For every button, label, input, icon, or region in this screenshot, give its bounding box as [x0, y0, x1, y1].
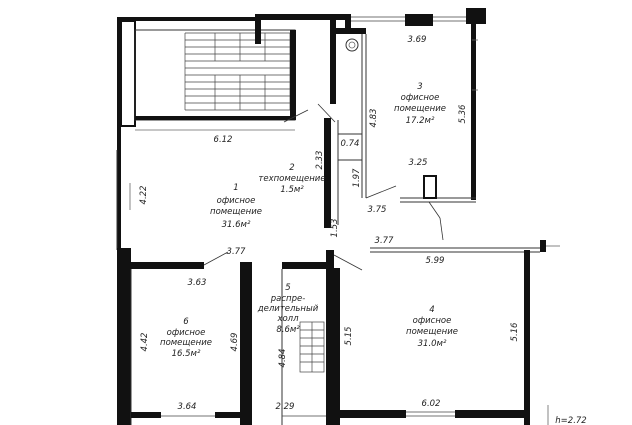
- dim-1-53: 1.53: [330, 219, 340, 238]
- room-3: [345, 24, 478, 203]
- dim-3-75: 3.75: [368, 205, 387, 215]
- room-2-name: техпомещение: [258, 174, 325, 184]
- dim-3-77-mid: 3.77: [227, 247, 247, 257]
- room-1: [116, 109, 309, 250]
- room-4-area: 31.0м²: [418, 339, 447, 349]
- room-1-name-line-2: помещение: [210, 207, 262, 217]
- dim-3-64: 3.64: [178, 402, 197, 412]
- room-5-name-line-2: делительный: [257, 304, 319, 314]
- dim-4-42: 4.42: [140, 333, 150, 352]
- room-3-name-line-1: офисное: [401, 93, 440, 103]
- room-6-number: 6: [183, 317, 189, 327]
- room-4-name-line-2: помещение: [406, 327, 458, 337]
- dim-5-16: 5.16: [510, 322, 520, 342]
- room-4-number: 4: [429, 305, 434, 315]
- dim-5-36: 5.36: [458, 104, 468, 124]
- hall-stair: [299, 321, 325, 373]
- room-5-name-line-3: холл: [276, 314, 299, 324]
- stair-steps: [184, 32, 291, 111]
- room-1-area: 31.6м²: [222, 220, 251, 230]
- dim-5-15: 5.15: [344, 327, 354, 346]
- dim-4-84: 4.84: [278, 349, 288, 368]
- dim-4-83: 4.83: [369, 109, 379, 128]
- room-5-name-line-1: распре-: [270, 294, 306, 304]
- dim-4-22: 4.22: [139, 186, 149, 205]
- room-2-number: 2: [289, 163, 294, 173]
- dim-5-99: 5.99: [426, 256, 445, 266]
- room-1-name-line-1: офисное: [217, 196, 256, 206]
- room-3-number: 3: [417, 82, 422, 92]
- dim-3-77-top: 3.77: [375, 236, 395, 246]
- dim-2-29: 2.29: [276, 402, 295, 412]
- dim-3-69: 3.69: [408, 35, 427, 45]
- room-4-name-line-1: офисное: [413, 316, 452, 326]
- room-6-name-line-1: офисное: [167, 328, 206, 338]
- room-3-area: 17.2м²: [406, 116, 435, 126]
- room-1-number: 1: [233, 183, 238, 193]
- stairwell: [117, 17, 296, 152]
- dim-6-12: 6.12: [214, 135, 233, 145]
- room-5-number: 5: [285, 283, 290, 293]
- dim-3-25: 3.25: [409, 158, 428, 168]
- room-4: [334, 250, 549, 425]
- dim-0-74: 0.74: [341, 139, 360, 149]
- corridor-walls: [117, 201, 560, 271]
- top-walls: [255, 8, 486, 120]
- room-5-area: 8.6м²: [276, 325, 300, 335]
- room-2: [317, 103, 397, 228]
- room-6-name-line-2: помещение: [160, 338, 212, 348]
- dim-1-97: 1.97: [352, 168, 362, 188]
- room-labels: 3 офисное помещение 17.2м² 2 техпомещени…: [160, 82, 458, 359]
- room-6: [117, 254, 252, 425]
- room-2-area: 1.5м²: [280, 185, 304, 195]
- room-3-name-line-2: помещение: [394, 104, 446, 114]
- dim-h-2-72: h=2.72: [555, 416, 586, 425]
- dim-4-69: 4.69: [230, 333, 240, 352]
- dim-6-02: 6.02: [422, 399, 441, 409]
- dim-2-33: 2.33: [315, 151, 325, 170]
- dim-3-63: 3.63: [188, 278, 207, 288]
- dimension-labels: 3.69 4.83 5.36 3.25 6.12 0.74 2.33 1.97 …: [139, 35, 587, 425]
- room-5: [281, 268, 334, 425]
- room-6-area: 16.5м²: [172, 349, 201, 359]
